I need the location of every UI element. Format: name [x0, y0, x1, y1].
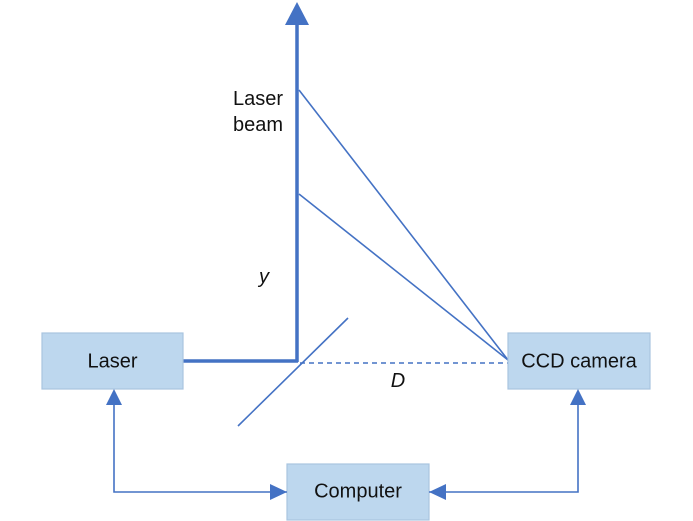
- connector-computer-to-camera: [429, 402, 579, 493]
- arrowhead-to-computer-right: [429, 484, 446, 500]
- laser-box: [41, 332, 184, 390]
- distance-label-d: D: [391, 370, 405, 392]
- computer-box: [286, 463, 430, 521]
- laser-beam-arrowhead: [285, 2, 309, 25]
- arrowhead-to-camera: [570, 389, 586, 405]
- laser-box-label: Laser: [87, 350, 137, 372]
- laser-beam-label-line2: beam: [233, 114, 283, 136]
- laser-beam-label-line1: Laser: [233, 88, 283, 110]
- height-label-y: y: [257, 266, 270, 288]
- ccd-camera-box-label: CCD camera: [521, 350, 637, 372]
- arrowhead-to-computer-left: [270, 484, 287, 500]
- computer-box-label: Computer: [314, 480, 402, 502]
- arrowhead-to-laser: [106, 389, 122, 405]
- ccd-camera-box: [507, 332, 651, 390]
- reflected-ray-lower: [298, 193, 509, 361]
- connector-computer-to-laser: [113, 402, 287, 493]
- mirror-line: [237, 317, 349, 427]
- reflected-ray-upper: [298, 89, 509, 361]
